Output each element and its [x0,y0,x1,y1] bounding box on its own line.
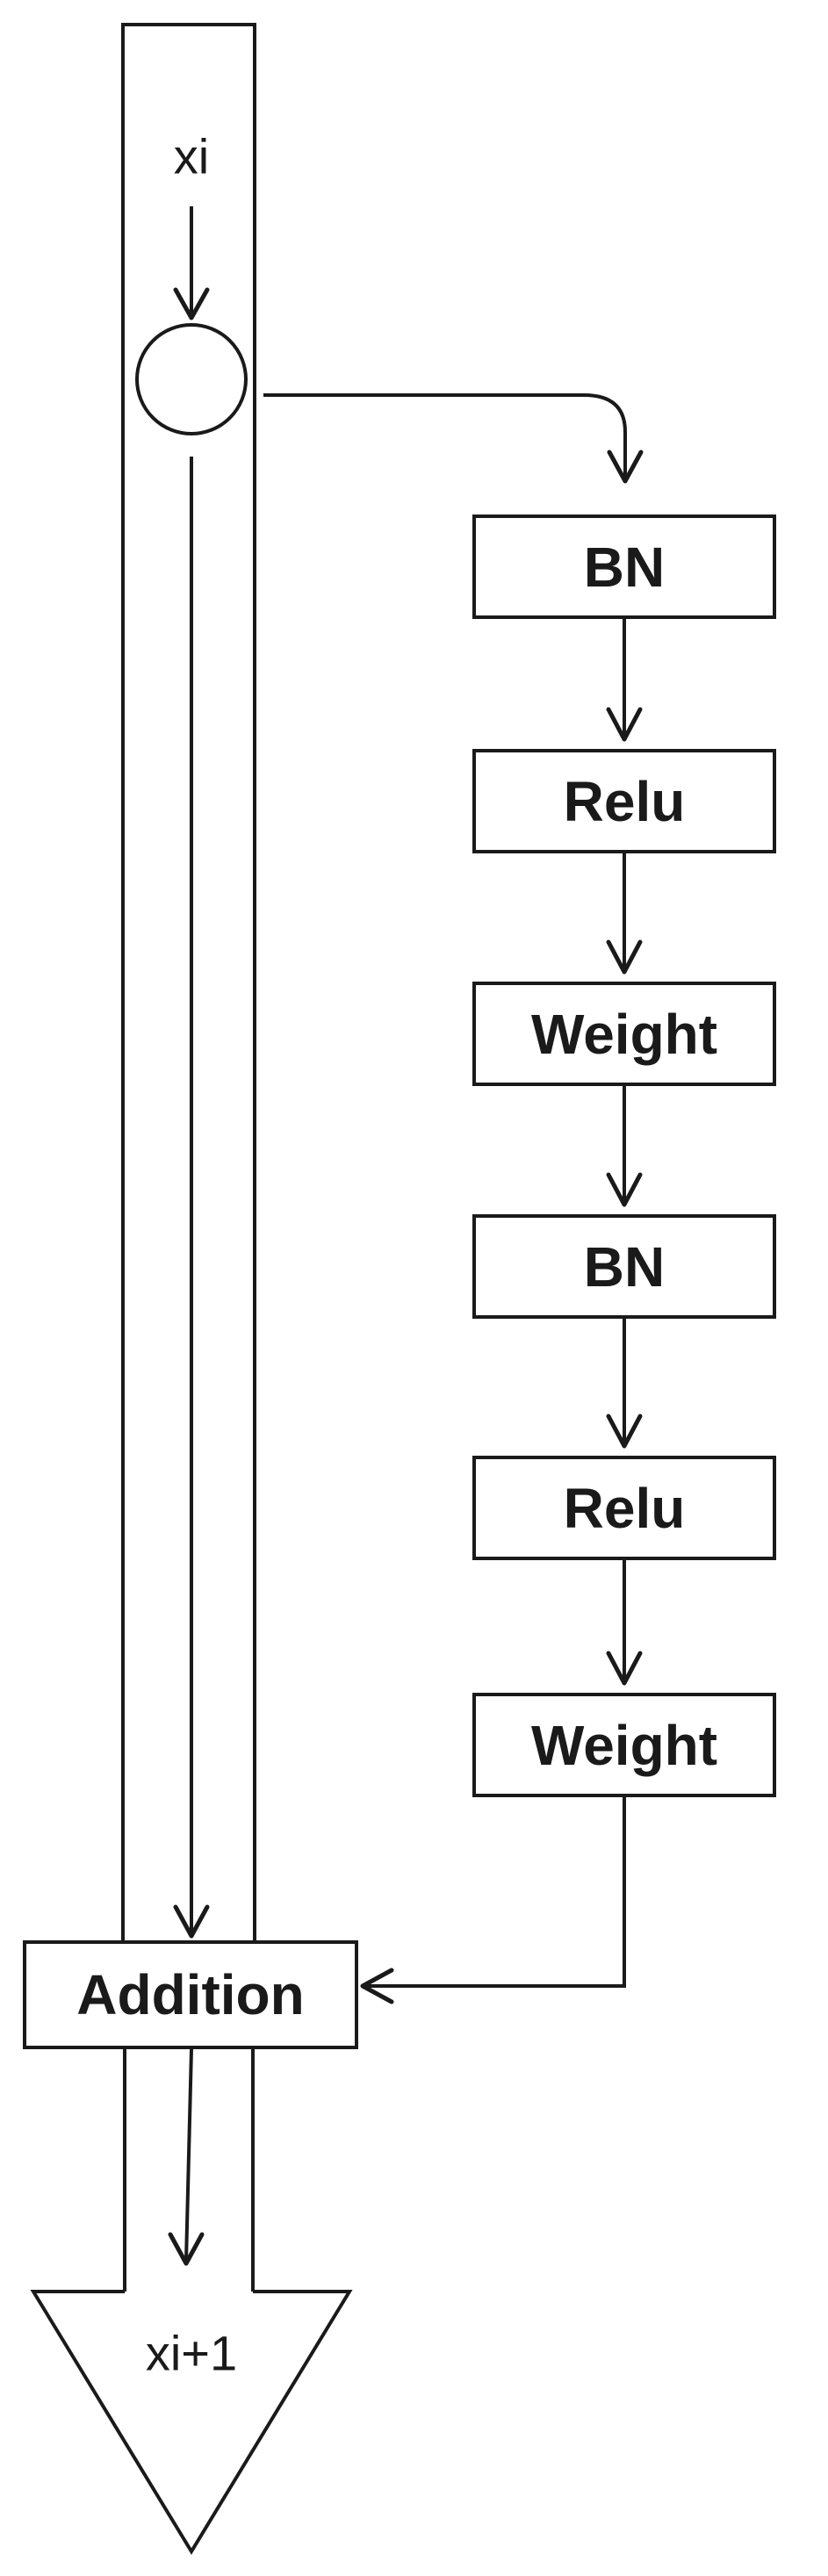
layer-box-weight-2 [472,1693,776,1797]
input-label: xi [174,129,209,184]
layer-box-relu-1 [472,749,776,853]
residual-return-line [364,1797,626,1988]
layer-label-bn-2: BN [584,1235,665,1299]
addition-label: Addition [76,1963,304,2026]
layer-label-relu-2: Relu [564,1477,686,1540]
layer-box-bn-2 [472,1214,776,1319]
layer-label-weight-1: Weight [531,1003,717,1066]
output-label: xi+1 [146,2326,237,2381]
split-node-circle [135,323,248,435]
arrowhead-3 [606,1172,643,1207]
residual-return-arrowhead [360,1968,394,2004]
arrowhead-5 [606,1651,643,1686]
arrowhead-2 [606,939,643,975]
branch-connector-arrowhead [607,450,644,484]
branch-connector-line [263,393,627,479]
addition-box [23,1940,358,2049]
input-arrowhead [173,287,210,320]
layer-box-relu-2 [472,1456,776,1560]
layer-label-bn-1: BN [584,536,665,599]
arrowhead-1 [606,707,643,742]
layer-label-weight-2: Weight [531,1714,717,1777]
output-arrow-line [184,2048,193,2262]
output-arrowhead [168,2232,205,2266]
arrowhead-4 [606,1414,643,1449]
layer-box-bn-1 [472,514,776,619]
layer-label-relu-1: Relu [564,770,686,833]
skip-connection-arrowhead [173,1904,210,1939]
layer-box-weight-1 [472,982,776,1086]
